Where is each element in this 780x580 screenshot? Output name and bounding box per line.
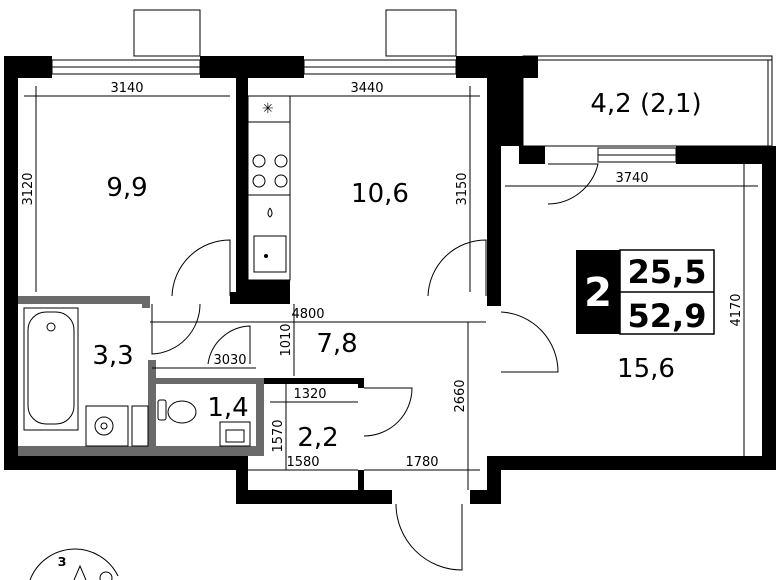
dim-bedroom-height: 3120	[21, 172, 36, 205]
kitchen-door	[427, 239, 487, 297]
doors	[151, 163, 599, 571]
living-door	[500, 311, 559, 373]
storage-door	[363, 387, 413, 437]
area-kitchen: 10,6	[351, 179, 409, 209]
entrance-door	[395, 503, 463, 571]
dim-bedroom-width: 3140	[110, 81, 143, 96]
kitchen-fixtures: ✳	[247, 95, 291, 281]
total-area-value: 52,9	[628, 297, 707, 335]
area-balcony: 4,2 (2,1)	[590, 89, 701, 119]
compass-arrow-icon	[73, 564, 87, 580]
dim-corridor-height: 2660	[453, 379, 468, 412]
area-hall: 7,8	[316, 329, 357, 359]
dim-hall-height: 1010	[279, 323, 294, 356]
dimension-lines	[24, 86, 758, 490]
dim-storage-width: 1320	[293, 387, 326, 402]
apartment-badge: 2 25,5 52,9	[576, 249, 715, 335]
hood-icon: ✳	[262, 101, 274, 117]
compass-label: З	[58, 555, 67, 569]
windows	[51, 9, 677, 163]
balcony	[522, 55, 773, 147]
balcony-door	[547, 163, 599, 205]
rooms-count: 2	[584, 270, 612, 316]
tap-icon	[267, 207, 273, 218]
living-area-value: 25,5	[628, 253, 707, 291]
area-storage: 2,2	[297, 423, 338, 453]
dim-hall-width: 4800	[291, 307, 324, 322]
room-areas: 9,9 10,6 4,2 (2,1) 15,6 3,3 7,8 1,4 2,2	[92, 89, 701, 453]
dim-kitchen-width: 3440	[350, 81, 383, 96]
toilet-door	[207, 325, 251, 365]
interior-walls	[18, 78, 501, 490]
bedroom-ac-unit	[133, 9, 201, 57]
dim-storage-height: 1570	[271, 419, 286, 452]
dimension-labels: 3140 3120 3440 3150 3740 4170 4800 1010 …	[21, 81, 744, 470]
area-toilet: 1,4	[207, 393, 248, 423]
dim-toilet-width: 3030	[213, 353, 246, 368]
dim-living-width: 3740	[615, 171, 648, 186]
outer-walls	[4, 56, 776, 504]
kitchen-ac-unit	[385, 9, 457, 57]
compass: З	[29, 548, 119, 580]
bedroom-door	[171, 239, 231, 297]
dim-bottom-right: 1780	[405, 455, 438, 470]
dim-living-height: 4170	[729, 293, 744, 326]
area-living: 15,6	[617, 354, 675, 384]
bathroom-door	[151, 303, 201, 355]
bathroom-fixtures	[23, 307, 251, 447]
dim-bottom-left: 1580	[286, 455, 319, 470]
area-bathroom: 3,3	[92, 341, 133, 371]
area-bedroom: 9,9	[106, 173, 147, 203]
dim-kitchen-height: 3150	[455, 172, 470, 205]
